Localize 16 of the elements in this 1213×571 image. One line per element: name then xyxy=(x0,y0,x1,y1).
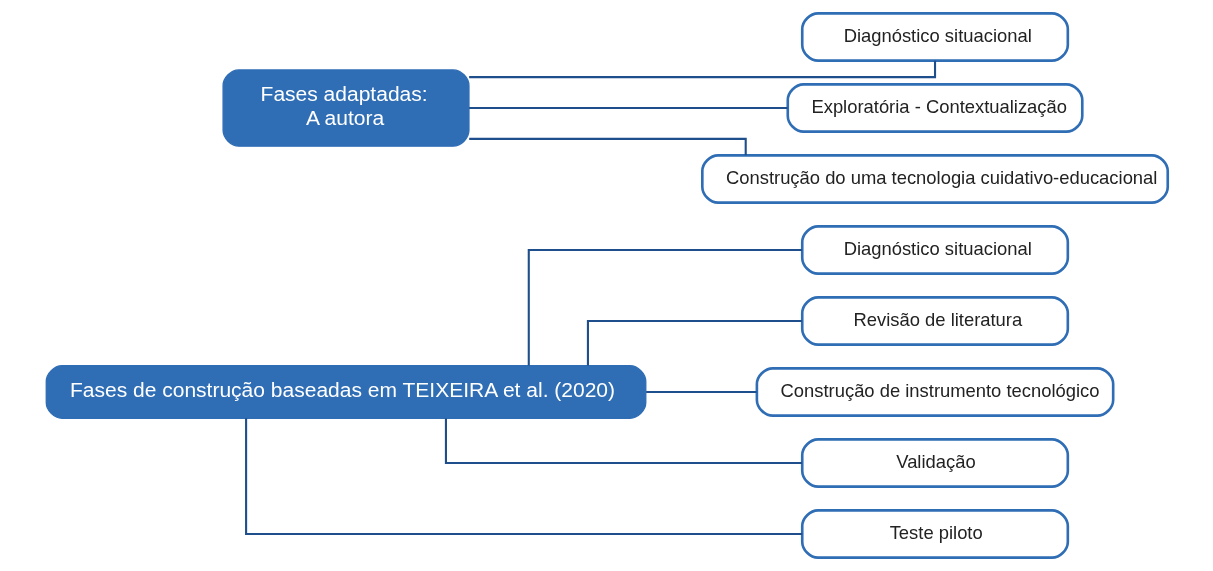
connector xyxy=(468,106,788,110)
connector xyxy=(244,418,802,536)
connector xyxy=(586,319,802,366)
connector xyxy=(444,418,802,465)
node-box: Diagnóstico situacional xyxy=(800,225,1069,275)
node-box: Fases adaptadas: A autora xyxy=(221,69,470,147)
node-box: Validação xyxy=(800,438,1069,488)
node-box: Revisão de literatura xyxy=(800,296,1069,346)
node-box: Teste piloto xyxy=(800,509,1069,559)
node-box: Construção do uma tecnologia cuidativo-educacional xyxy=(700,154,1169,204)
connector xyxy=(645,390,757,394)
node-box: Exploratória - Contextualização xyxy=(785,83,1084,133)
node-box: Fases de construção baseadas em TEIXEIRA et al. (2020) xyxy=(45,365,646,419)
node-box: Diagnóstico situacional xyxy=(800,12,1069,62)
connector xyxy=(527,248,802,366)
node-box: Construção de instrumento tecnológico xyxy=(755,367,1114,417)
